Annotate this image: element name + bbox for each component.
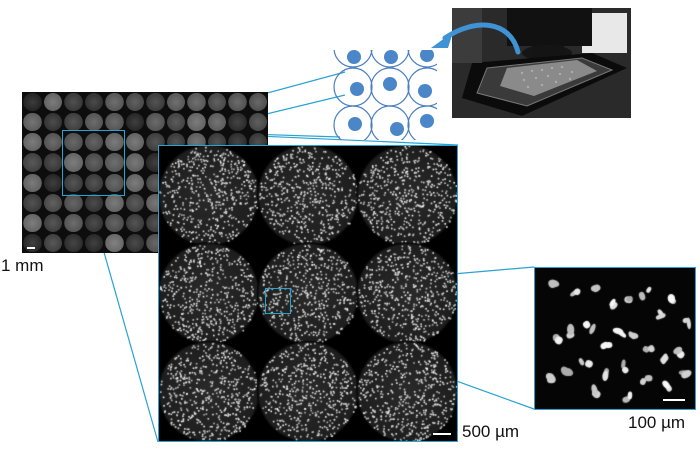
well-montage-canvas [159,146,457,441]
plate-well [146,113,165,132]
plate-well [64,193,83,212]
plate-well [105,133,124,152]
plate-well [207,93,226,112]
plate-well [146,93,165,112]
plate-well [248,93,267,112]
plate-well [64,213,83,232]
plate-well [64,153,83,172]
plate-well [105,153,124,172]
plate-well [23,113,42,132]
well-montage-image [158,145,458,442]
plate-well [23,133,42,152]
plate-well [43,193,62,212]
curved-arrow-icon [431,22,521,55]
plate-well [105,113,124,132]
plate-well [43,173,62,192]
plate-well [105,193,124,212]
plate-well [23,93,42,112]
plate-well [84,93,103,112]
plate-well [23,193,42,212]
well-schematic [333,50,437,140]
plate-well [64,233,83,252]
plate-well [125,213,144,232]
plate-well [84,133,103,152]
plate-well [166,113,185,132]
plate-well [64,93,83,112]
plate-well [43,213,62,232]
plate-well [64,133,83,152]
plate-well [84,193,103,212]
plate-scale-bar [27,247,35,249]
plate-scale-label: 1 mm [1,256,44,275]
plate-well [105,173,124,192]
plate-well [207,113,226,132]
plate-well [64,113,83,132]
plate-well [125,193,144,212]
plate-well [248,113,267,132]
plate-well [84,233,103,252]
montage-scale-bar [433,433,451,435]
plate-well [105,93,124,112]
plate-well [23,173,42,192]
plate-well [228,113,247,132]
plate-well [187,113,206,132]
plate-well [166,93,185,112]
plate-well [23,153,42,172]
plate-well [43,153,62,172]
cell-scale-bar [663,399,685,401]
plate-well [23,233,42,252]
plate-well [187,93,206,112]
plate-well [64,173,83,192]
cell-zoom-canvas [535,268,695,409]
plate-well [105,213,124,232]
plate-well [125,233,144,252]
montage-scale-label: 500 µm [462,422,520,441]
plate-well [43,113,62,132]
plate-well [43,93,62,112]
plate-well [125,93,144,112]
plate-well [228,93,247,112]
cell-zoom-image [534,267,696,410]
cell-scale-label: 100 µm [628,413,686,432]
plate-well [84,173,103,192]
plate-well [23,213,42,232]
plate-well [125,113,144,132]
plate-well [84,213,103,232]
plate-well [84,153,103,172]
plate-well [43,233,62,252]
plate-well [43,133,62,152]
plate-well [125,133,144,152]
plate-well [105,233,124,252]
plate-well [125,153,144,172]
plate-well [84,113,103,132]
plate-well [125,173,144,192]
montage-highlight-box [265,288,291,314]
plate-highlight-box [62,130,125,196]
